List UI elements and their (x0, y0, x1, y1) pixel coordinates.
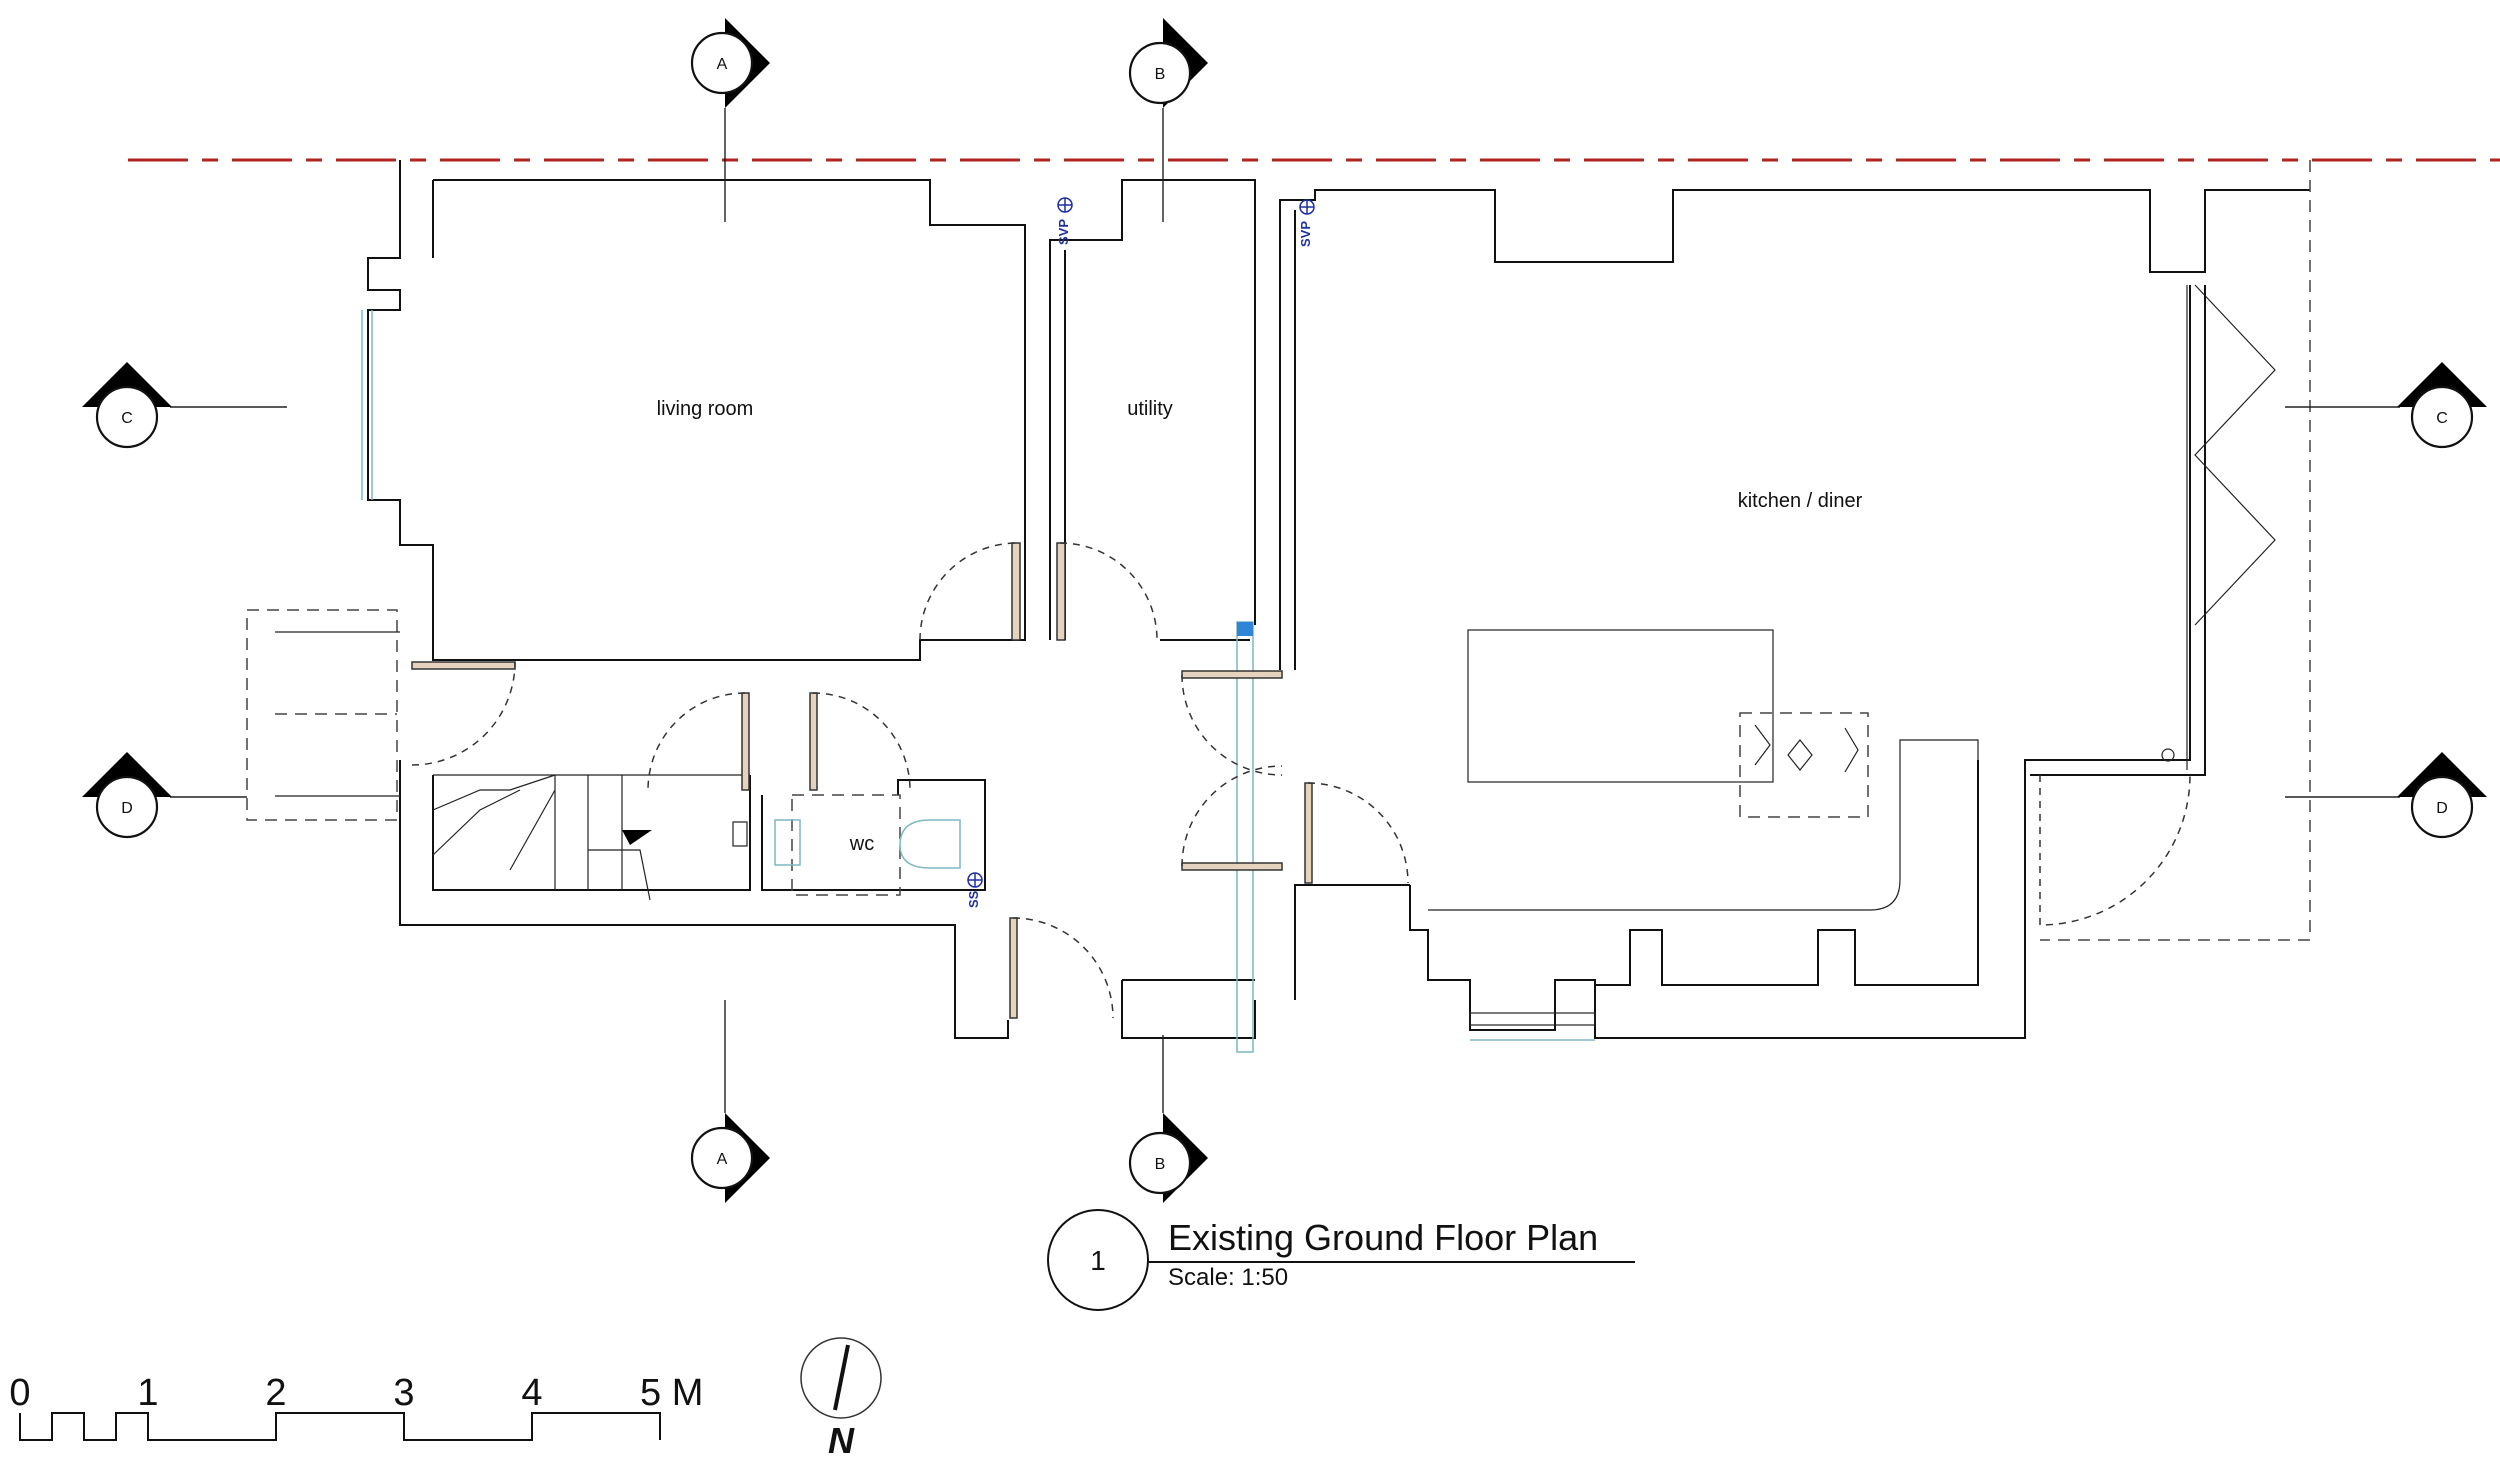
kitchen-counter-line (1595, 760, 1979, 986)
door-leaf (1011, 542, 1021, 641)
room-label-utility: utility (1127, 398, 1173, 420)
kitchen-worktop (1428, 739, 1979, 911)
scale-label: 4 (521, 1372, 542, 1414)
hob-outline (1739, 712, 1869, 818)
stair-wall-inner (432, 775, 751, 891)
kitchen-wall (1279, 189, 2310, 670)
scale-label: 5 M (640, 1372, 703, 1414)
door-swing (1012, 917, 1114, 1019)
section-label: D (2436, 800, 2448, 817)
door-swing (2039, 774, 2191, 926)
hob-ring (1844, 727, 1859, 773)
section-marker-b-top[interactable]: B (1128, 18, 1208, 108)
hall-partition (1294, 884, 1410, 1000)
section-marker-a-top[interactable]: A (690, 18, 770, 108)
hob-ring (1787, 739, 1813, 771)
title-block: 1 Existing Ground Floor Plan Scale: 1:50 (1047, 1209, 1635, 1311)
wc-basin (774, 819, 801, 866)
section-marker-a-bottom[interactable]: A (690, 1113, 770, 1203)
door-swing (647, 692, 746, 791)
flue-symbol (2161, 748, 2175, 762)
front-window (1469, 1012, 1596, 1026)
bifold-door (2194, 284, 2276, 626)
section-marker-c-left[interactable]: C (82, 362, 172, 449)
section-marker-b-bottom[interactable]: B (1128, 1113, 1208, 1203)
door-swing (919, 542, 1018, 641)
door-leaf (809, 692, 818, 791)
door-leaf (1304, 782, 1313, 884)
section-label: C (2436, 410, 2448, 427)
door-swing (411, 661, 516, 766)
section-label: A (717, 56, 728, 73)
scale-label: 2 (265, 1372, 286, 1414)
section-marker-d-right[interactable]: D (2397, 752, 2487, 839)
hob-ring (1754, 724, 1771, 766)
drawing-number: 1 (1090, 1245, 1106, 1276)
ss-label: SS (966, 890, 981, 908)
drain-marker (1237, 622, 1253, 636)
door-leaf (1009, 917, 1018, 1019)
drain-channel (1236, 621, 1254, 1053)
door-leaf (741, 692, 750, 791)
svp-label: SVP (1298, 221, 1313, 247)
room-label-wc: wc (849, 833, 874, 855)
door-swing (1181, 674, 1283, 776)
section-marker-d-left[interactable]: D (82, 752, 172, 839)
door-swing (1059, 542, 1158, 641)
porch-outline (246, 609, 398, 821)
wc-toilet (899, 819, 961, 869)
living-room-wall (367, 160, 1026, 661)
scale-bar: 0 1 2 3 4 5 M (9, 1372, 703, 1441)
north-label: N (828, 1420, 855, 1458)
utility-wall (1049, 179, 1256, 640)
kitchen-east-wall (1409, 285, 2191, 1039)
hall-wall (1121, 980, 1256, 1039)
door-leaf (1056, 542, 1066, 641)
svp-label: SVP (1056, 219, 1071, 245)
wc-fixture-zone (791, 794, 901, 896)
door-leaf (1181, 670, 1283, 679)
door-leaf (411, 661, 516, 670)
room-label-living-room: living room (657, 398, 754, 420)
north-arrow: N (800, 1337, 882, 1458)
ss-marker: SS (966, 872, 983, 908)
scale-label: 0 (9, 1372, 30, 1414)
wc-cistern (732, 821, 748, 847)
section-label: B (1155, 1156, 1166, 1173)
room-label-kitchen-diner: kitchen / diner (1738, 490, 1863, 512)
section-label: A (717, 1151, 728, 1168)
scale-label: 3 (393, 1372, 414, 1414)
section-label: B (1155, 66, 1166, 83)
section-label: D (121, 800, 133, 817)
scale-label: 1 (137, 1372, 158, 1414)
svp-marker: SVP (1298, 199, 1315, 247)
section-marker-c-right[interactable]: C (2397, 362, 2487, 449)
door-swing (1181, 765, 1283, 867)
door-leaf (1181, 862, 1283, 871)
extension-outline (2040, 160, 2311, 941)
stairs (432, 774, 750, 901)
svp-marker: SVP (1056, 197, 1073, 245)
section-label: C (121, 410, 133, 427)
drawing-scale: Scale: 1:50 (1168, 1264, 1288, 1291)
stair-wall (399, 760, 1009, 1039)
kitchen-inner-wall (2030, 285, 2206, 776)
drawing-title: Existing Ground Floor Plan (1168, 1217, 1598, 1258)
wc-wall (761, 779, 986, 891)
door-swing (1307, 782, 1409, 884)
kitchen-island (1467, 629, 1774, 783)
door-swing (812, 692, 911, 791)
